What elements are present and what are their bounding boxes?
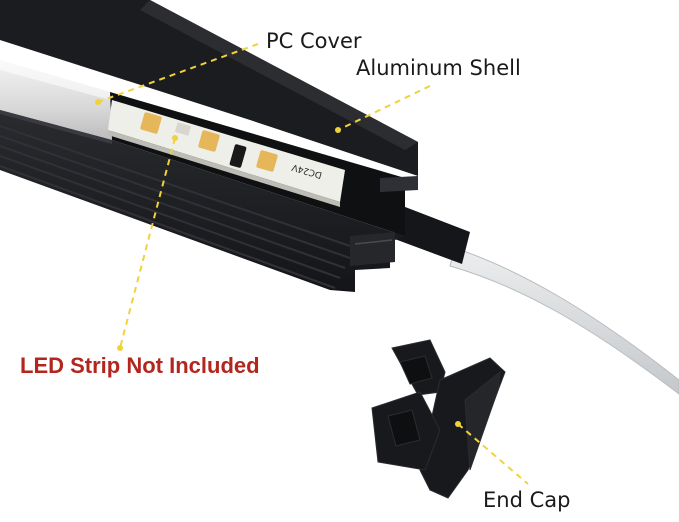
end-cap-leader xyxy=(457,423,529,485)
end-cap xyxy=(371,339,506,499)
aluminum-shell-top xyxy=(0,0,418,176)
end-cap-label: End Cap xyxy=(483,488,571,512)
led-chip xyxy=(256,150,278,172)
led-strip-not-included-label: LED Strip Not Included xyxy=(20,353,260,378)
led-strip xyxy=(108,100,345,202)
pc-cover xyxy=(0,60,112,140)
aluminum-shell-body xyxy=(0,110,405,292)
led-chip xyxy=(198,130,220,152)
aluminum-shell-label: Aluminum Shell xyxy=(356,56,521,80)
led-chip xyxy=(140,112,162,134)
shell-leader xyxy=(337,85,431,131)
power-cable xyxy=(449,247,679,395)
cable-sleeve xyxy=(392,205,470,264)
resistor-chip xyxy=(229,144,247,168)
led-strip-leader xyxy=(119,137,176,349)
pc-cover-label: PC Cover xyxy=(266,29,362,53)
